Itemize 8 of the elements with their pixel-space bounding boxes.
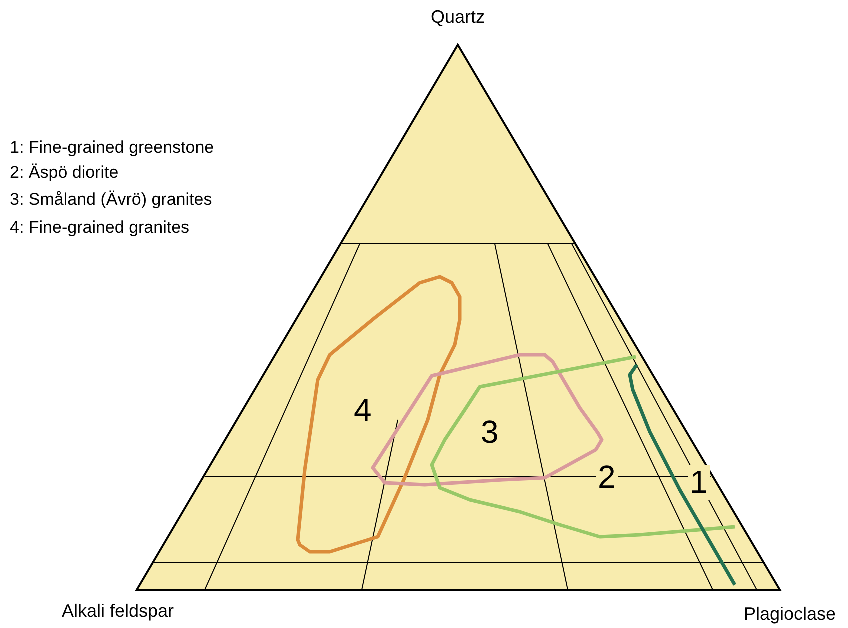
field-number: 1: [688, 465, 710, 500]
axis-label: Plagioclase: [744, 605, 836, 625]
key-text: 1: Fine-grained greenstone: [10, 139, 214, 158]
axis-label: Alkali feldspar: [62, 602, 174, 622]
axis-label: Quartz: [431, 8, 486, 28]
key-text: 2: Äspö diorite: [10, 164, 119, 183]
key-text: 4: Fine-grained granites: [10, 219, 190, 238]
key-text: 3: Småland (Ävrö) granites: [10, 191, 212, 210]
